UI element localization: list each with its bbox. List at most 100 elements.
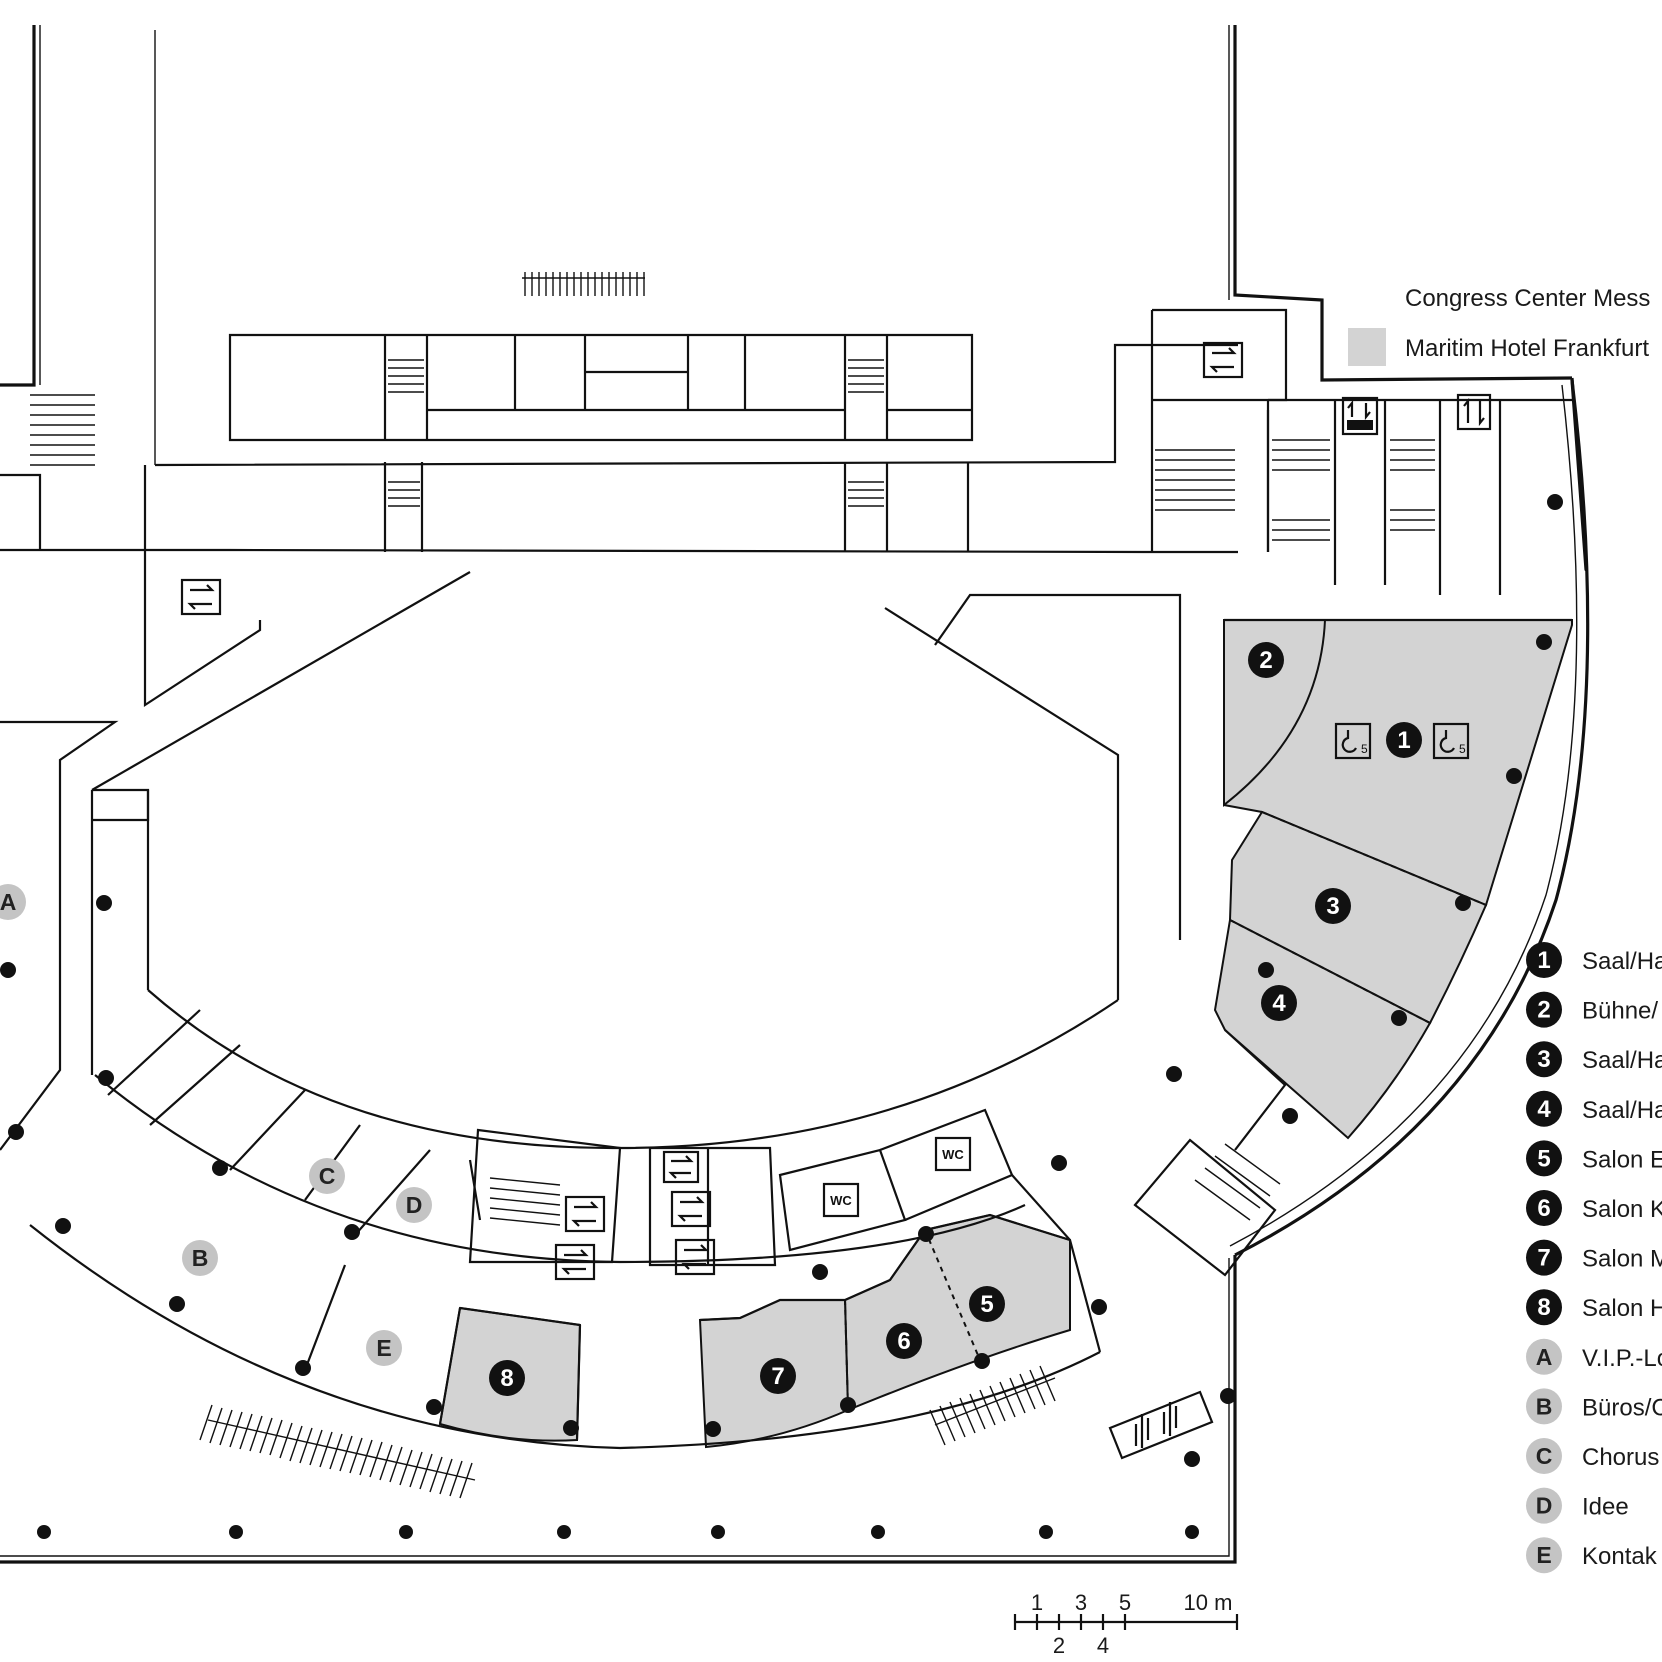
escalator-icon: [670, 1190, 712, 1228]
svg-text:E: E: [376, 1335, 391, 1361]
legend-badge: [1526, 942, 1562, 978]
legend-label: Salon H: [1582, 1295, 1662, 1322]
legend-item: 4 Saal/Ha: [1526, 1090, 1662, 1127]
room-badge-d: D: [396, 1187, 432, 1223]
legend-badge: [1526, 1537, 1562, 1574]
scale-label: 4: [1097, 1633, 1109, 1658]
legend-badge-text: 4: [1537, 1096, 1551, 1123]
wc-sign: WC: [934, 1136, 972, 1172]
legend-label: Idee: [1582, 1494, 1629, 1521]
legend-badge-text: 2: [1537, 997, 1550, 1024]
legend-item: 8 Salon H: [1526, 1289, 1662, 1326]
svg-text:6: 6: [897, 1328, 910, 1355]
building-key: Congress Center Mess Maritim Hotel Frank…: [1348, 285, 1650, 366]
legend-label: V.I.P.-Lo: [1582, 1345, 1662, 1372]
hook-subscript: 5: [1459, 742, 1466, 756]
service-symbols: [180, 341, 1492, 1460]
room-badge-7: 7: [760, 1358, 796, 1394]
elevator-icon: [1456, 393, 1492, 431]
legend-item: 2 Bühne/: [1526, 991, 1658, 1028]
room-badge-5: 5: [969, 1286, 1005, 1322]
legend-label: Kontak: [1582, 1543, 1658, 1570]
escalator-icon: [564, 1195, 606, 1233]
legend-label: Saal/Ha: [1582, 1047, 1662, 1074]
walls: [0, 25, 1590, 1564]
partition-lines: [844, 811, 1487, 1411]
room-badge-3: 3: [1315, 888, 1351, 924]
legend-badge: [1526, 1239, 1562, 1276]
legend-item: C Chorus: [1526, 1438, 1659, 1474]
scale-label: 5: [1119, 1590, 1131, 1615]
room-badge-1: 1: [1386, 722, 1422, 758]
freight-elevator-icon: [1341, 396, 1379, 436]
legend-badge: [1526, 991, 1562, 1028]
svg-text:7: 7: [771, 1363, 784, 1390]
hook-subscript: 5: [1361, 742, 1368, 756]
legend-item: 3 Saal/Ha: [1526, 1041, 1662, 1078]
escalator-icon: [554, 1243, 596, 1281]
legend-label: Chorus: [1582, 1444, 1659, 1471]
legend-item: 1 Saal/Ha: [1526, 942, 1662, 978]
legend-badge-text: 3: [1537, 1046, 1550, 1073]
escalator-icon: [662, 1150, 700, 1184]
svg-text:5: 5: [980, 1291, 993, 1318]
stair-hatch-bottom-left: [199, 1404, 476, 1499]
wc-label: WC: [830, 1193, 852, 1208]
scale-label: 2: [1053, 1633, 1065, 1658]
legend-badge: [1526, 1487, 1562, 1524]
legend-badge-text: B: [1536, 1393, 1553, 1419]
svg-text:A: A: [0, 889, 16, 915]
legend-badge-text: 6: [1537, 1195, 1550, 1222]
svg-text:2: 2: [1259, 647, 1272, 674]
legend-label: Salon K: [1582, 1196, 1662, 1223]
stair-hatch-top: [522, 272, 645, 296]
svg-text:C: C: [319, 1163, 336, 1189]
scale-label: 3: [1075, 1590, 1087, 1615]
room-badge-6: 6: [886, 1323, 922, 1359]
wc-label: WC: [942, 1147, 964, 1162]
room-badges: 1 2 3 4 5 6 7 8: [0, 642, 1422, 1396]
room-badge-8: 8: [489, 1360, 525, 1396]
escalator-icon: [674, 1238, 716, 1276]
legend-badge: [1526, 1090, 1562, 1127]
hook-icon: 5: [1334, 722, 1372, 760]
svg-text:8: 8: [500, 1365, 513, 1392]
legend-badge-text: 7: [1537, 1245, 1550, 1272]
room-badge-a: A: [0, 884, 26, 920]
room-badge-c: C: [309, 1158, 345, 1194]
stair-hatch-bottom-right: [929, 1365, 1056, 1446]
legend-badge-text: A: [1536, 1344, 1553, 1370]
columns: [0, 494, 1563, 1539]
room-badge-e: E: [366, 1330, 402, 1366]
svg-text:1: 1: [1397, 727, 1410, 754]
legend-label: Bühne/: [1582, 998, 1658, 1025]
stair-hatch-center: [489, 1143, 1281, 1226]
elevator-pair-icon: [1108, 1390, 1214, 1460]
legend-badge-text: 8: [1537, 1294, 1550, 1321]
legend-label: Salon M: [1582, 1246, 1662, 1273]
room-badge-b: B: [182, 1240, 218, 1276]
legend-item: 6 Salon K: [1526, 1190, 1662, 1226]
legend-item: 7 Salon M: [1526, 1239, 1662, 1276]
scale-label: 10 m: [1184, 1590, 1233, 1615]
legend-badge: [1526, 1041, 1562, 1078]
stairs: [30, 272, 1435, 1499]
svg-text:4: 4: [1272, 990, 1286, 1017]
legend-badge-text: 1: [1537, 947, 1550, 974]
legend-badge: [1526, 1338, 1562, 1375]
room-badge-4: 4: [1261, 985, 1297, 1021]
legend-label: Saal/Ha: [1582, 948, 1662, 975]
legend-label: Saal/Ha: [1582, 1097, 1662, 1124]
legend-label: Salon E: [1582, 1146, 1662, 1173]
legend-item: E Kontak: [1526, 1537, 1658, 1574]
legend-badge-text: C: [1536, 1443, 1553, 1469]
escalator-icon: [180, 578, 222, 616]
scale-bar: 1 3 5 10 m 2 4: [1013, 1590, 1239, 1658]
legend-badge-text: E: [1536, 1542, 1551, 1568]
scale-label: 1: [1031, 1590, 1043, 1615]
